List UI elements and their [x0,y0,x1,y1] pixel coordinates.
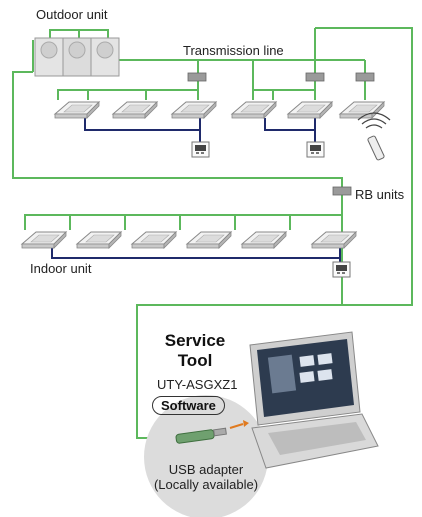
model-number: UTY-ASGXZ1 [157,377,238,392]
indoor-cassette-icon [311,231,357,249]
indoor-cassette-icon [21,231,67,249]
transmission-line-label: Transmission line [183,43,284,58]
indoor-cassette-icon [112,101,158,119]
indoor-unit-label: Indoor unit [30,261,92,276]
indoor-cassette-icon [54,101,100,119]
rb-unit [187,72,375,196]
service-tool-line1: Service [164,331,226,350]
indoor-cassette-icon [186,231,232,249]
usb-adapter-line1: USB adapter [168,462,244,477]
usb-adapter-icon [175,420,249,444]
outdoor-unit-label: Outdoor unit [36,7,108,22]
refrigerant-lines [51,118,341,262]
indoor-cassette-icon [231,101,277,119]
indoor-cassette-icon [131,231,177,249]
indoor-cassette-icon [171,101,217,119]
laptop-icon [249,331,379,469]
service-tool-title: Service Tool [155,331,235,371]
usb-adapter-label: USB adapter (Locally available) [140,462,272,492]
wireless-remote-icon [357,112,391,161]
wired-remote-icon [191,141,210,158]
usb-adapter-line2: (Locally available) [153,477,259,492]
software-badge: Software [152,396,225,415]
indoor-cassette-icon [287,101,333,119]
indoor-cassette-icon [241,231,287,249]
outdoor-unit-icon [34,37,120,77]
service-tool-line2: Tool [177,351,213,370]
wired-remote-icon [332,261,351,278]
rb-units-label: RB units [355,187,405,202]
indoor-cassette-icon [339,101,385,119]
wired-remote-icon [306,141,325,158]
indoor-cassette-icon [76,231,122,249]
